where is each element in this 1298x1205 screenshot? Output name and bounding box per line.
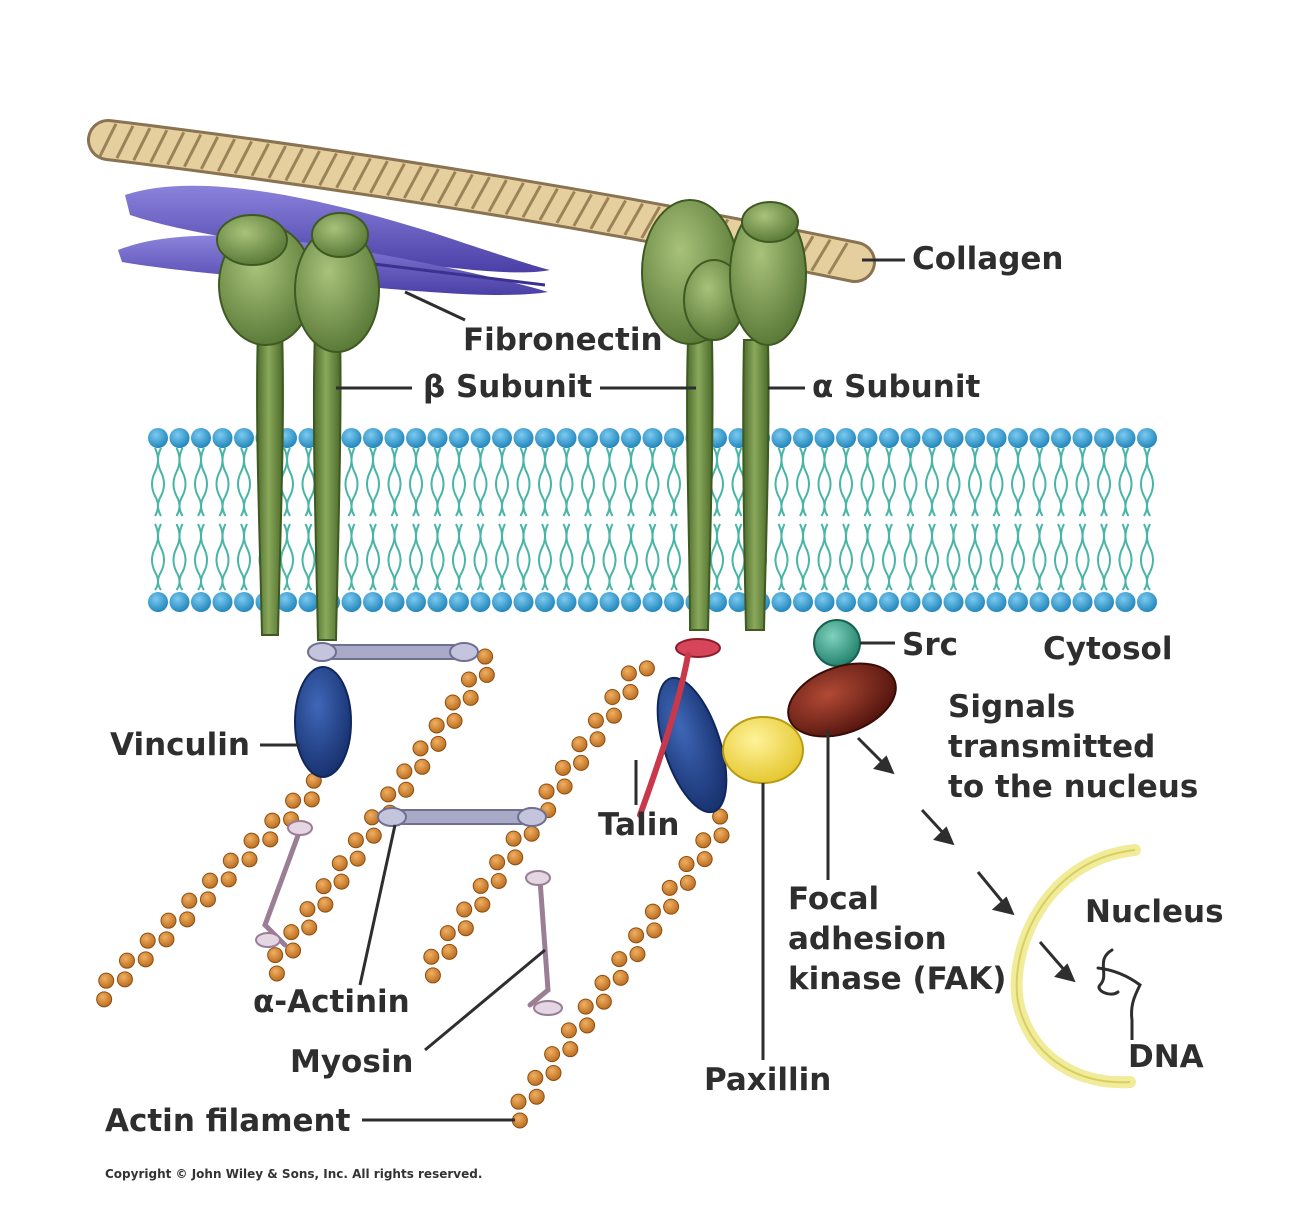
copyright-notice: Copyright © John Wiley & Sons, Inc. All … xyxy=(105,1167,483,1181)
label-alpha-actinin: α-Actinin xyxy=(253,984,410,1020)
label-signals-line3: to the nucleus xyxy=(948,769,1199,806)
label-fak-line2: adhesion xyxy=(788,921,947,958)
alpha-actinin-rods xyxy=(307,642,547,827)
label-actin-filament: Actin filament xyxy=(105,1103,351,1139)
label-fak-line3: kinase (FAK) xyxy=(788,961,1007,998)
label-fibronectin: Fibronectin xyxy=(463,322,663,358)
label-beta-subunit: β Subunit xyxy=(423,369,593,405)
integrin-right xyxy=(641,199,807,631)
leader-lines xyxy=(260,258,1134,1122)
label-src: Src xyxy=(902,627,958,663)
nucleus-envelope-edge xyxy=(1015,849,1136,1084)
talin-protein xyxy=(637,638,721,818)
label-dna: DNA xyxy=(1128,1039,1204,1075)
alpha-actinin-rod-top xyxy=(307,642,479,662)
label-talin: Talin xyxy=(598,807,680,843)
paxillin-protein xyxy=(722,716,804,784)
actin-filaments xyxy=(96,648,730,1129)
leader-fibronectin xyxy=(404,290,466,322)
dna-strand xyxy=(1096,948,1142,1022)
lipid-bilayer xyxy=(148,428,1157,612)
label-cytosol: Cytosol xyxy=(1043,631,1173,667)
nucleus-envelope xyxy=(1010,844,1141,1089)
label-fak-line1: Focal xyxy=(788,881,880,917)
label-signals: Signals transmitted to the nucleus xyxy=(948,690,1198,804)
myosin-right xyxy=(527,877,551,1008)
label-nucleus: Nucleus xyxy=(1085,894,1224,930)
fak-protein xyxy=(787,662,897,738)
label-vinculin: Vinculin xyxy=(110,727,250,763)
signal-arrows xyxy=(856,736,1076,983)
label-signals-line2: transmitted xyxy=(948,729,1156,766)
label-fak: Focal adhesion kinase (FAK) xyxy=(788,882,1006,996)
vinculin-left xyxy=(294,666,352,778)
label-signals-line1: Signals xyxy=(948,689,1076,725)
integrin-left xyxy=(216,212,380,641)
leader-alpha-actinin xyxy=(358,824,397,986)
label-myosin: Myosin xyxy=(290,1044,414,1080)
leader-myosin xyxy=(424,948,546,1052)
label-alpha-subunit: α Subunit xyxy=(812,369,981,405)
myosin-molecules xyxy=(255,820,563,1016)
label-paxillin: Paxillin xyxy=(704,1062,832,1098)
label-collagen: Collagen xyxy=(912,241,1064,277)
src-protein xyxy=(813,619,861,667)
alpha-actinin-rod-middle xyxy=(377,807,547,827)
